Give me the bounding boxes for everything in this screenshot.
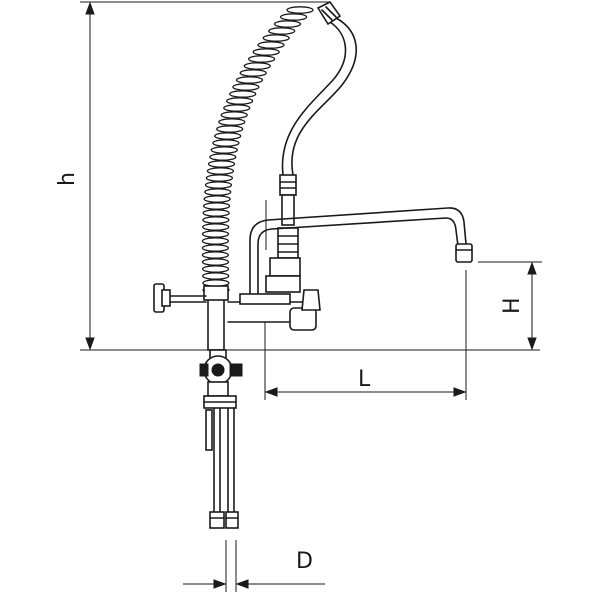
spring-coil-turn — [216, 125, 244, 133]
spring-coil-turn — [232, 83, 260, 91]
spring-coil-turn — [268, 27, 296, 35]
spring-coil-turn — [207, 160, 236, 168]
spring-coil-turn — [212, 139, 240, 147]
spring-coil-turn — [223, 104, 251, 112]
valve-body — [199, 349, 243, 409]
wall-bracket — [153, 283, 207, 313]
spring-coil-turn — [257, 41, 285, 49]
spray-head — [316, 0, 342, 26]
flexible-hose — [281, 17, 357, 176]
spring-coil-turn — [252, 48, 280, 56]
riser-body — [203, 285, 321, 351]
spring-coil-turn — [204, 181, 233, 189]
spring-coil-turn — [239, 69, 267, 77]
spring-coil-turn — [206, 167, 235, 175]
spring-coil-turn — [201, 265, 230, 273]
spring-coil-turn — [201, 258, 230, 266]
spring-coil-turn — [225, 97, 254, 105]
spring-coil-turn — [202, 272, 230, 280]
spring-coil-turn — [201, 244, 230, 252]
dimension-h: h — [55, 1, 540, 351]
spring-coil-turn — [202, 216, 230, 224]
spring-coil — [201, 6, 314, 294]
supply-hoses — [205, 407, 239, 529]
spring-coil-turn — [203, 195, 231, 203]
dimension-D: D — [183, 540, 325, 592]
spring-coil-turn — [220, 111, 248, 119]
spring-coil-turn — [286, 6, 314, 14]
dimension-L: L — [264, 270, 467, 400]
dimension-H-label: H — [500, 297, 525, 314]
spring-coil-turn — [209, 153, 237, 161]
spring-coil-turn — [279, 13, 308, 21]
dimension-H: H — [478, 261, 542, 351]
spring-coil-turn — [214, 132, 242, 140]
spring-coil-turn — [202, 223, 230, 231]
spring-coil-turn — [205, 174, 234, 182]
swing-spout — [249, 207, 473, 299]
hose-connector — [265, 174, 301, 293]
spring-coil-turn — [243, 62, 271, 70]
spring-coil-turn — [229, 90, 257, 98]
spring-coil-turn — [210, 146, 238, 154]
dimension-D-label: D — [296, 549, 313, 574]
spring-coil-turn — [235, 76, 264, 84]
dimension-h-label: h — [55, 172, 80, 186]
spring-coil-turn — [262, 34, 290, 42]
spring-coil-turn — [218, 118, 246, 126]
spring-coil-turn — [201, 251, 230, 259]
spring-coil-turn — [201, 237, 230, 245]
spring-coil-turn — [204, 188, 232, 196]
dimension-L-label: L — [358, 367, 371, 392]
spring-coil-turn — [202, 209, 230, 217]
spring-coil-turn — [201, 230, 230, 238]
spring-coil-turn — [202, 202, 231, 210]
spring-coil-turn — [247, 55, 276, 63]
spring-coil-turn — [273, 20, 302, 28]
